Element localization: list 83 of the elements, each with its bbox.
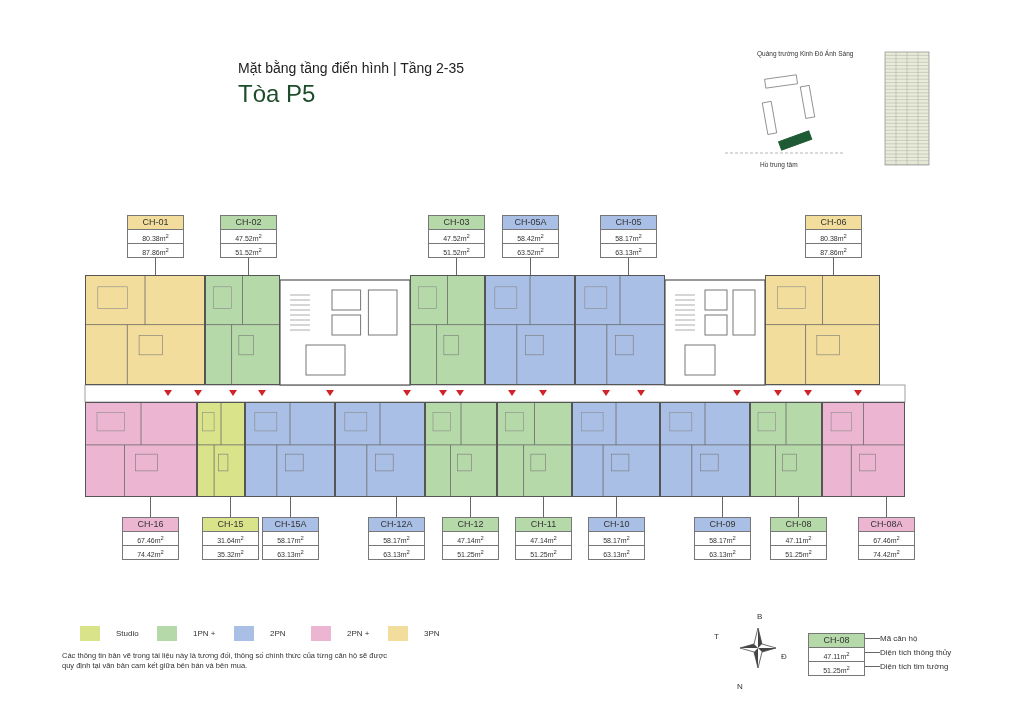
leader-line — [798, 496, 799, 518]
leader-line — [864, 666, 881, 667]
apartment-unit — [245, 402, 335, 497]
leader-line — [150, 496, 151, 518]
unit-code: CH-12 — [443, 518, 498, 532]
building-name: Tòa P5 — [238, 80, 316, 108]
legend-label: 1PN + — [193, 629, 216, 638]
key-description: Diện tích tim tường — [880, 662, 949, 671]
unit-label-card — [805, 215, 862, 258]
unit-label-card — [442, 517, 499, 560]
key-description: Diện tích thông thủy — [880, 648, 952, 657]
unit-label-card — [515, 517, 572, 560]
legend-label: Studio — [116, 629, 139, 638]
unit-code: CH-08 — [771, 518, 826, 532]
apartment-unit — [485, 275, 575, 385]
compass-letter: N — [737, 682, 743, 691]
unit-code: CH-15 — [203, 518, 258, 532]
unit-label-card — [588, 517, 645, 560]
unit-code: CH-08 — [809, 634, 864, 648]
unit-code: CH-02 — [221, 216, 276, 230]
apartment-unit — [205, 275, 280, 385]
unit-label-card — [122, 517, 179, 560]
unit-label-card — [600, 215, 657, 258]
leader-line — [456, 257, 457, 276]
unit-label-card — [127, 215, 184, 258]
leader-line — [616, 496, 617, 518]
legend-label: 3PN — [424, 629, 440, 638]
leader-line — [230, 496, 231, 518]
unit-label-card — [770, 517, 827, 560]
apartment-unit — [660, 402, 750, 497]
unit-code: CH-11 — [516, 518, 571, 532]
leader-line — [722, 496, 723, 518]
apartment-unit — [572, 402, 660, 497]
apartment-unit — [575, 275, 665, 385]
compass-letter: T — [714, 632, 719, 641]
leader-line — [864, 652, 881, 653]
leader-line — [833, 257, 834, 276]
unit-label-card — [202, 517, 259, 560]
apartment-unit — [85, 402, 197, 497]
unit-code: CH-09 — [695, 518, 750, 532]
leader-line — [886, 496, 887, 518]
unit-label-card — [262, 517, 319, 560]
leader-line — [155, 257, 156, 276]
unit-code: CH-06 — [806, 216, 861, 230]
leader-line — [530, 257, 531, 276]
apartment-unit — [197, 402, 245, 497]
legend-label: 2PN + — [347, 629, 370, 638]
unit-code: CH-08A — [859, 518, 914, 532]
apartment-unit — [750, 402, 822, 497]
apartment-unit — [497, 402, 572, 497]
apartment-unit — [765, 275, 880, 385]
unit-label-card — [368, 517, 425, 560]
leader-line — [290, 496, 291, 518]
unit-code: CH-15A — [263, 518, 318, 532]
unit-code: CH-01 — [128, 216, 183, 230]
unit-label-card — [694, 517, 751, 560]
compass-letter: Đ — [781, 652, 787, 661]
unit-code: CH-16 — [123, 518, 178, 532]
unit-code: CH-12A — [369, 518, 424, 532]
key-description: Mã căn hộ — [880, 634, 918, 643]
unit-code: CH-03 — [429, 216, 484, 230]
leader-line — [396, 496, 397, 518]
unit-label-card — [858, 517, 915, 560]
apartment-unit — [410, 275, 485, 385]
unit-code: CH-05 — [601, 216, 656, 230]
leader-line — [864, 638, 881, 639]
unit-code: CH-10 — [589, 518, 644, 532]
leader-line — [628, 257, 629, 276]
apartment-unit — [425, 402, 497, 497]
unit-label-card — [808, 633, 865, 676]
legend-label: 2PN — [270, 629, 286, 638]
compass-letter: B — [757, 612, 763, 621]
unit-label-card — [220, 215, 277, 258]
leader-line — [248, 257, 249, 276]
unit-label-card — [428, 215, 485, 258]
apartment-unit — [822, 402, 905, 497]
unit-label-card — [502, 215, 559, 258]
unit-code: CH-05A — [503, 216, 558, 230]
leader-line — [470, 496, 471, 518]
leader-line — [543, 496, 544, 518]
apartment-unit — [335, 402, 425, 497]
apartment-unit — [85, 275, 205, 385]
heading: Mặt bằng tầng điển hình | Tầng 2-35 — [238, 60, 464, 76]
